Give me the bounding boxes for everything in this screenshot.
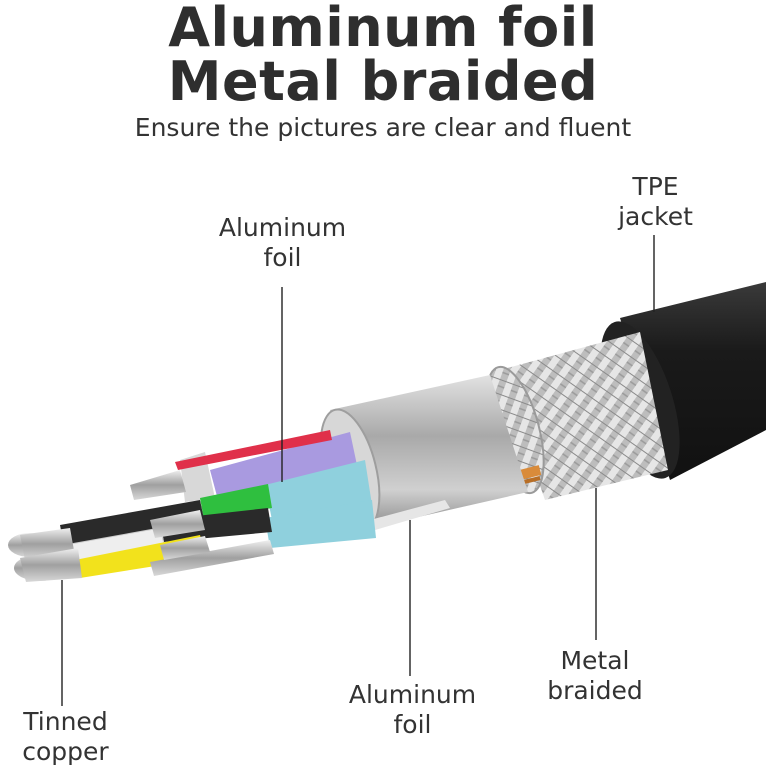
label-line: foil [263, 243, 302, 272]
label-line: Tinned [23, 707, 108, 736]
title-line-1: Aluminum foil [168, 0, 598, 59]
label-aluminum-foil-top: Aluminum foil [200, 213, 365, 273]
tinned-copper-strands [8, 510, 210, 582]
label-line: jacket [618, 202, 693, 231]
title-line-2: Metal braided [167, 50, 599, 113]
label-line: TPE [632, 172, 679, 201]
label-tinned-copper: Tinned copper [8, 707, 123, 767]
leader-lines [61, 235, 655, 706]
label-line: Aluminum [218, 213, 347, 242]
label-line: foil [393, 710, 432, 739]
label-tpe-jacket: TPE jacket [588, 172, 723, 232]
label-line: Metal [560, 646, 630, 675]
label-line: braided [547, 676, 643, 705]
subtitle: Ensure the pictures are clear and fluent [134, 113, 632, 142]
label-line: copper [22, 737, 109, 766]
label-metal-braided: Metal braided [530, 646, 660, 706]
label-line: Aluminum [348, 680, 477, 709]
inner-wires [8, 430, 376, 582]
label-aluminum-foil-bottom: Aluminum foil [330, 680, 495, 740]
